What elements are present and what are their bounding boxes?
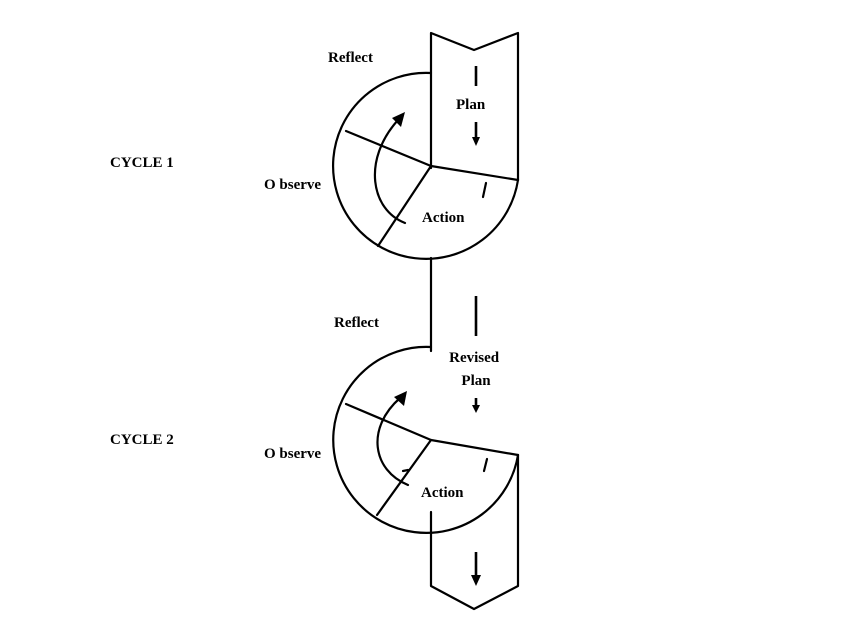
cycle-1-reflect-label: Reflect bbox=[328, 50, 373, 66]
cycle-2-group: CYCLE 2 Reflect Revised Plan O bserve Ac… bbox=[110, 315, 520, 534]
cycle-2-plan-arrowhead bbox=[472, 405, 480, 413]
cycle-2-plan-label: Revised Plan bbox=[449, 350, 503, 389]
cycle-1-label: CYCLE 1 bbox=[110, 155, 174, 171]
cycle-2-curved-arrowhead bbox=[394, 391, 407, 406]
cycle-1-divider-reflect-observe bbox=[344, 129, 433, 168]
cycle-2-divider-action-plan bbox=[429, 438, 520, 457]
cycle-2-divider-reflect-observe bbox=[344, 402, 433, 442]
cycle-1-divider-action-plan bbox=[429, 164, 520, 182]
cycle-2-reflect-label: Reflect bbox=[334, 315, 379, 331]
cycle-1-action-tick bbox=[481, 181, 488, 199]
cycle-2-action-tick bbox=[482, 457, 489, 473]
cycle-2-label: CYCLE 2 bbox=[110, 432, 174, 448]
cycle-1-plan-arrowhead bbox=[472, 137, 480, 146]
vertical-arrow-outline bbox=[429, 31, 520, 611]
cycle-1-curved-arrowhead bbox=[392, 112, 405, 127]
cycle-1-plan-label: Plan bbox=[456, 97, 486, 113]
cycle-1-divider-observe-action bbox=[376, 164, 433, 248]
final-arrowhead bbox=[471, 575, 481, 586]
cycle-1-circle-arc bbox=[331, 71, 520, 260]
cycle-2-divider-observe-action bbox=[375, 438, 433, 517]
cycle-2-action-label: Action bbox=[421, 485, 464, 501]
cycle-2-curved-arrow bbox=[376, 396, 410, 487]
cycle-2-plan-label-line-2: Plan bbox=[461, 373, 491, 389]
cycle-2-circle-arc bbox=[332, 345, 520, 534]
cycle-1-curved-arrow bbox=[373, 118, 407, 225]
cycle-2-observe-label: O bserve bbox=[264, 446, 321, 462]
cycle-1-group: CYCLE 1 Reflect Plan O bserve Action bbox=[110, 50, 520, 260]
cycle-2-observe-tick bbox=[401, 468, 410, 473]
cycle-1-action-label: Action bbox=[422, 210, 465, 226]
cycle-1-observe-label: O bserve bbox=[264, 177, 321, 193]
cycle-2-plan-label-line-1: Revised bbox=[449, 350, 500, 366]
